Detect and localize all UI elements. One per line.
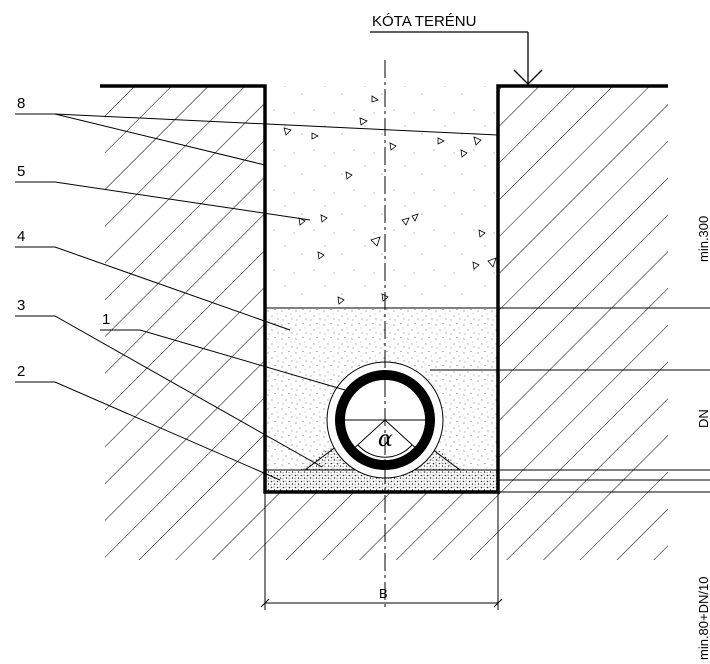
terrain-marker: [370, 31, 543, 85]
backfill-triangles: [283, 95, 497, 305]
callout-leaders: [15, 113, 499, 481]
dim-bedding: min.80+DN/10: [696, 577, 710, 660]
gravel-bedding: [265, 470, 498, 492]
width-label: B: [379, 586, 388, 601]
width-dimension: [260, 492, 503, 610]
callout-5: 5: [17, 163, 25, 180]
callout-8: 8: [17, 95, 25, 112]
callout-1: 1: [102, 311, 110, 328]
callout-4: 4: [17, 228, 25, 245]
trench-outline: [100, 84, 668, 494]
terrain-label: KÓTA TERÉNU: [372, 13, 476, 30]
backfill-zone: [265, 86, 498, 308]
callout-2: 2: [17, 363, 25, 380]
dim-pipe: DN: [696, 409, 710, 428]
right-dimension-lines: [430, 369, 710, 493]
callout-3: 3: [17, 297, 25, 314]
dim-cover: min.300: [696, 216, 710, 262]
